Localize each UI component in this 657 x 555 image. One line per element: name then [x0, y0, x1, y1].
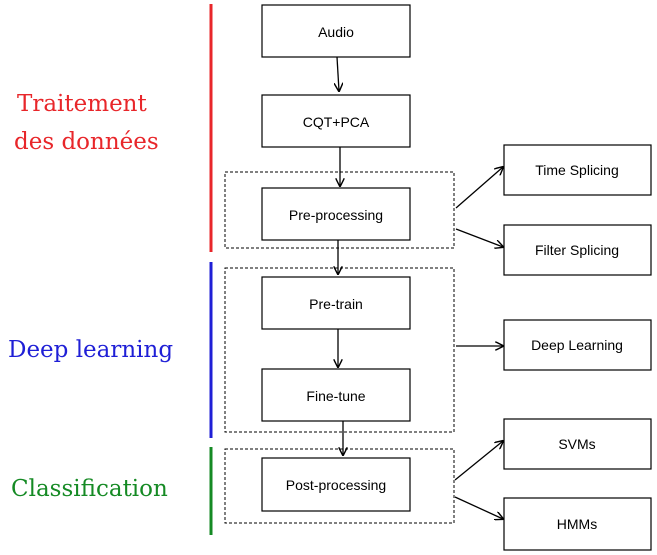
post-processing-group	[224, 448, 455, 524]
time-splicing-label: Time Splicing	[535, 162, 619, 178]
arrow-to-svms	[454, 441, 503, 481]
deep-learning-box: Deep Learning	[503, 319, 652, 371]
fine-tune-label: Fine-tune	[306, 388, 365, 404]
fine-tune-box: Fine-tune	[261, 368, 411, 422]
cqt-pca-box: CQT+PCA	[261, 94, 411, 148]
pre-processing-box: Pre-processing	[261, 187, 411, 241]
data-processing-label-line1: Traitement	[17, 91, 147, 117]
arrow-to-hmms	[454, 496, 503, 519]
cqt-pca-label: CQT+PCA	[303, 114, 370, 130]
pre-processing-label: Pre-processing	[289, 207, 383, 223]
svms-box: SVMs	[503, 418, 652, 470]
arrow-to-filter-splicing	[455, 228, 503, 247]
post-processing-label: Post-processing	[286, 477, 386, 493]
time-splicing-box: Time Splicing	[503, 144, 652, 196]
deep-learning-group	[224, 267, 455, 433]
pre-processing-group	[224, 171, 455, 249]
classification-label: Classification	[11, 476, 168, 502]
arrow-audio-to-cqt	[337, 56, 339, 91]
arrow-to-time-splicing	[455, 167, 503, 209]
deep-learning-label: Deep learning	[8, 337, 173, 363]
filter-splicing-label: Filter Splicing	[535, 242, 619, 258]
filter-splicing-box: Filter Splicing	[503, 224, 652, 276]
audio-box: Audio	[261, 4, 411, 58]
hmms-label: HMMs	[557, 516, 597, 532]
pre-train-box: Pre-train	[261, 276, 411, 330]
hmms-box: HMMs	[503, 497, 652, 551]
svms-label: SVMs	[558, 436, 595, 452]
post-processing-box: Post-processing	[261, 457, 411, 512]
pre-train-label: Pre-train	[309, 296, 363, 312]
data-processing-label-line2: des données	[14, 129, 159, 155]
deep-learning-output-label: Deep Learning	[531, 337, 623, 353]
audio-label: Audio	[318, 24, 354, 40]
